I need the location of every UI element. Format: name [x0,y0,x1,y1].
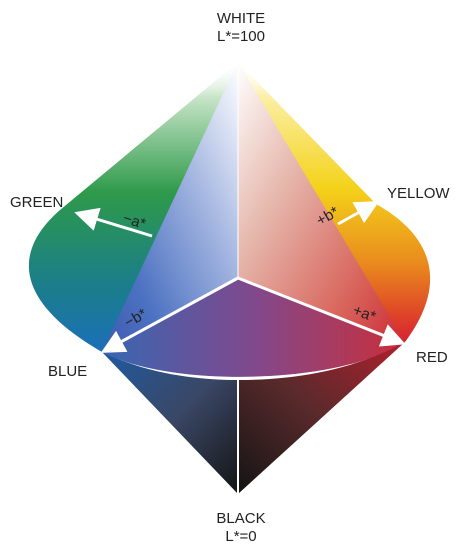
purple-band [102,278,405,377]
black-label: BLACK L*=0 [216,510,265,546]
green-label: GREEN [10,194,64,211]
white-value: L*=100 [217,28,265,45]
yellow-label: YELLOW [387,185,450,202]
black-name: BLACK [216,510,266,527]
lower-cone-right [238,342,405,494]
neg-b-axis-arrow [100,276,239,353]
neg-a-axis-arrow [74,207,153,238]
red-label: RED [416,349,448,366]
pos-a-label: +a* [351,302,379,326]
white-label: WHITE L*=100 [217,10,265,46]
black-value: L*=0 [225,528,257,545]
pos-a-axis-arrow [237,276,406,347]
red-face [238,62,405,342]
blue-face [102,62,238,352]
lower-cone-left [102,352,238,494]
neg-a-label: −a* [121,210,148,233]
pos-b-axis-arrow [337,201,380,226]
white-name: WHITE [216,10,266,27]
blue-label: BLUE [48,363,88,380]
